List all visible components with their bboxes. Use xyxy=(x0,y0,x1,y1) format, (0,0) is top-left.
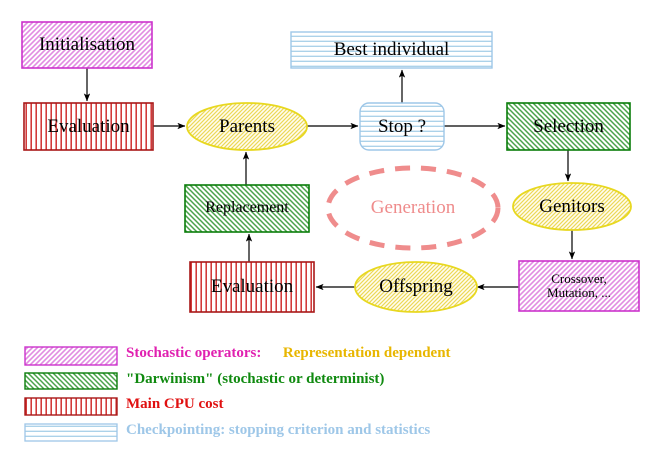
legend-swatch-magenta-diag xyxy=(24,346,118,366)
legend-label-representation-dependent: Representation dependent xyxy=(282,345,451,361)
legend-label-darwinism: "Darwinism" (stochastic or determinist) xyxy=(126,371,385,387)
node-genitors xyxy=(512,182,632,231)
node-evaluation-top xyxy=(23,102,154,151)
node-crossover xyxy=(518,260,640,312)
legend-row-stochastic-operators: Stochastic operators: Representation dep… xyxy=(126,345,451,362)
node-evaluation-bottom xyxy=(189,261,315,313)
node-stop xyxy=(359,102,445,151)
legend-label-checkpointing: Checkpointing: stopping criterion and st… xyxy=(126,422,431,438)
node-best-individual xyxy=(290,31,493,69)
node-offspring xyxy=(354,261,478,313)
node-initialisation xyxy=(21,21,153,69)
node-generation xyxy=(325,165,501,251)
legend-swatch-blue-horiz xyxy=(24,423,118,442)
legend-swatch-red-vert xyxy=(24,397,118,416)
legend-label-stochastic-operators: Stochastic operators: xyxy=(126,345,262,361)
node-replacement xyxy=(184,184,310,233)
legend-swatch-green-diag xyxy=(24,372,118,390)
node-selection xyxy=(506,102,631,151)
node-parents xyxy=(186,102,308,151)
legend-label-main-cpu-cost: Main CPU cost xyxy=(126,396,224,412)
edge-group xyxy=(83,68,576,291)
